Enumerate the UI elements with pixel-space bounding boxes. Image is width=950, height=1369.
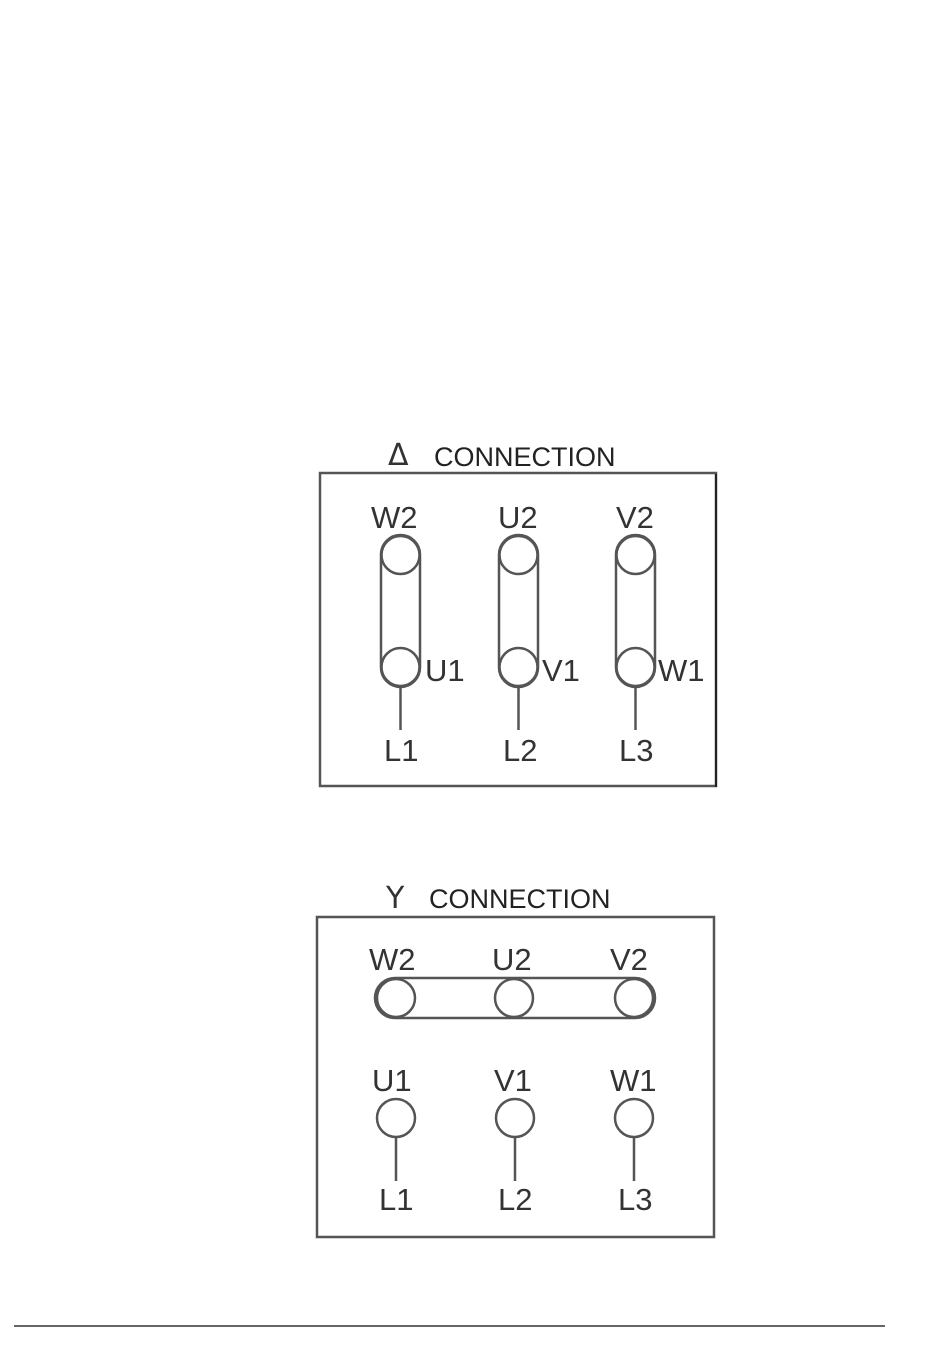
wye-connection-diagram: Y CONNECTION W2 U2 V2 U1 V1 W1 L1 L2 L3 [317, 881, 714, 1237]
delta-terminal-v1 [500, 648, 538, 686]
wye-terminal-label-w1: W1 [610, 1063, 657, 1098]
delta-line-label-l1: L1 [384, 733, 418, 768]
wye-line-label-l1: L1 [379, 1182, 413, 1217]
wye-title: CONNECTION [429, 884, 611, 914]
delta-terminal-label-v2: V2 [616, 500, 654, 535]
delta-terminal-label-v1: V1 [542, 653, 580, 688]
delta-terminal-label-u2: U2 [498, 500, 538, 535]
delta-terminal-u2 [500, 536, 538, 574]
wye-terminal-v2 [615, 979, 653, 1017]
wye-terminal-label-v2: V2 [610, 942, 648, 977]
wye-terminal-u1 [377, 1099, 415, 1137]
delta-line-label-l2: L2 [503, 733, 537, 768]
wye-terminal-u2 [495, 979, 533, 1017]
delta-line-label-l3: L3 [619, 733, 653, 768]
delta-symbol: Δ [388, 438, 409, 473]
wye-terminal-w1 [615, 1099, 653, 1137]
wye-terminal-label-u1: U1 [372, 1063, 412, 1098]
delta-terminal-u1 [382, 648, 420, 686]
wye-terminal-w2 [377, 979, 415, 1017]
delta-terminal-label-w1: W1 [658, 653, 705, 688]
wye-terminal-label-v1: V1 [494, 1063, 532, 1098]
delta-terminal-label-w2: W2 [371, 500, 418, 535]
wye-symbol: Y [385, 881, 405, 916]
wye-terminal-label-w2: W2 [369, 942, 416, 977]
delta-terminal-v2 [617, 536, 655, 574]
wye-terminal-label-u2: U2 [492, 942, 532, 977]
delta-terminal-w1 [617, 648, 655, 686]
delta-connection-diagram: Δ CONNECTION W2 U2 V2 U1 V1 W1 L1 L2 L3 [320, 438, 716, 787]
wye-terminal-v1 [496, 1099, 534, 1137]
delta-title: CONNECTION [434, 442, 616, 472]
delta-terminal-label-u1: U1 [425, 653, 465, 688]
wye-line-label-l2: L2 [498, 1182, 532, 1217]
delta-terminal-w2 [382, 536, 420, 574]
wye-line-label-l3: L3 [618, 1182, 652, 1217]
